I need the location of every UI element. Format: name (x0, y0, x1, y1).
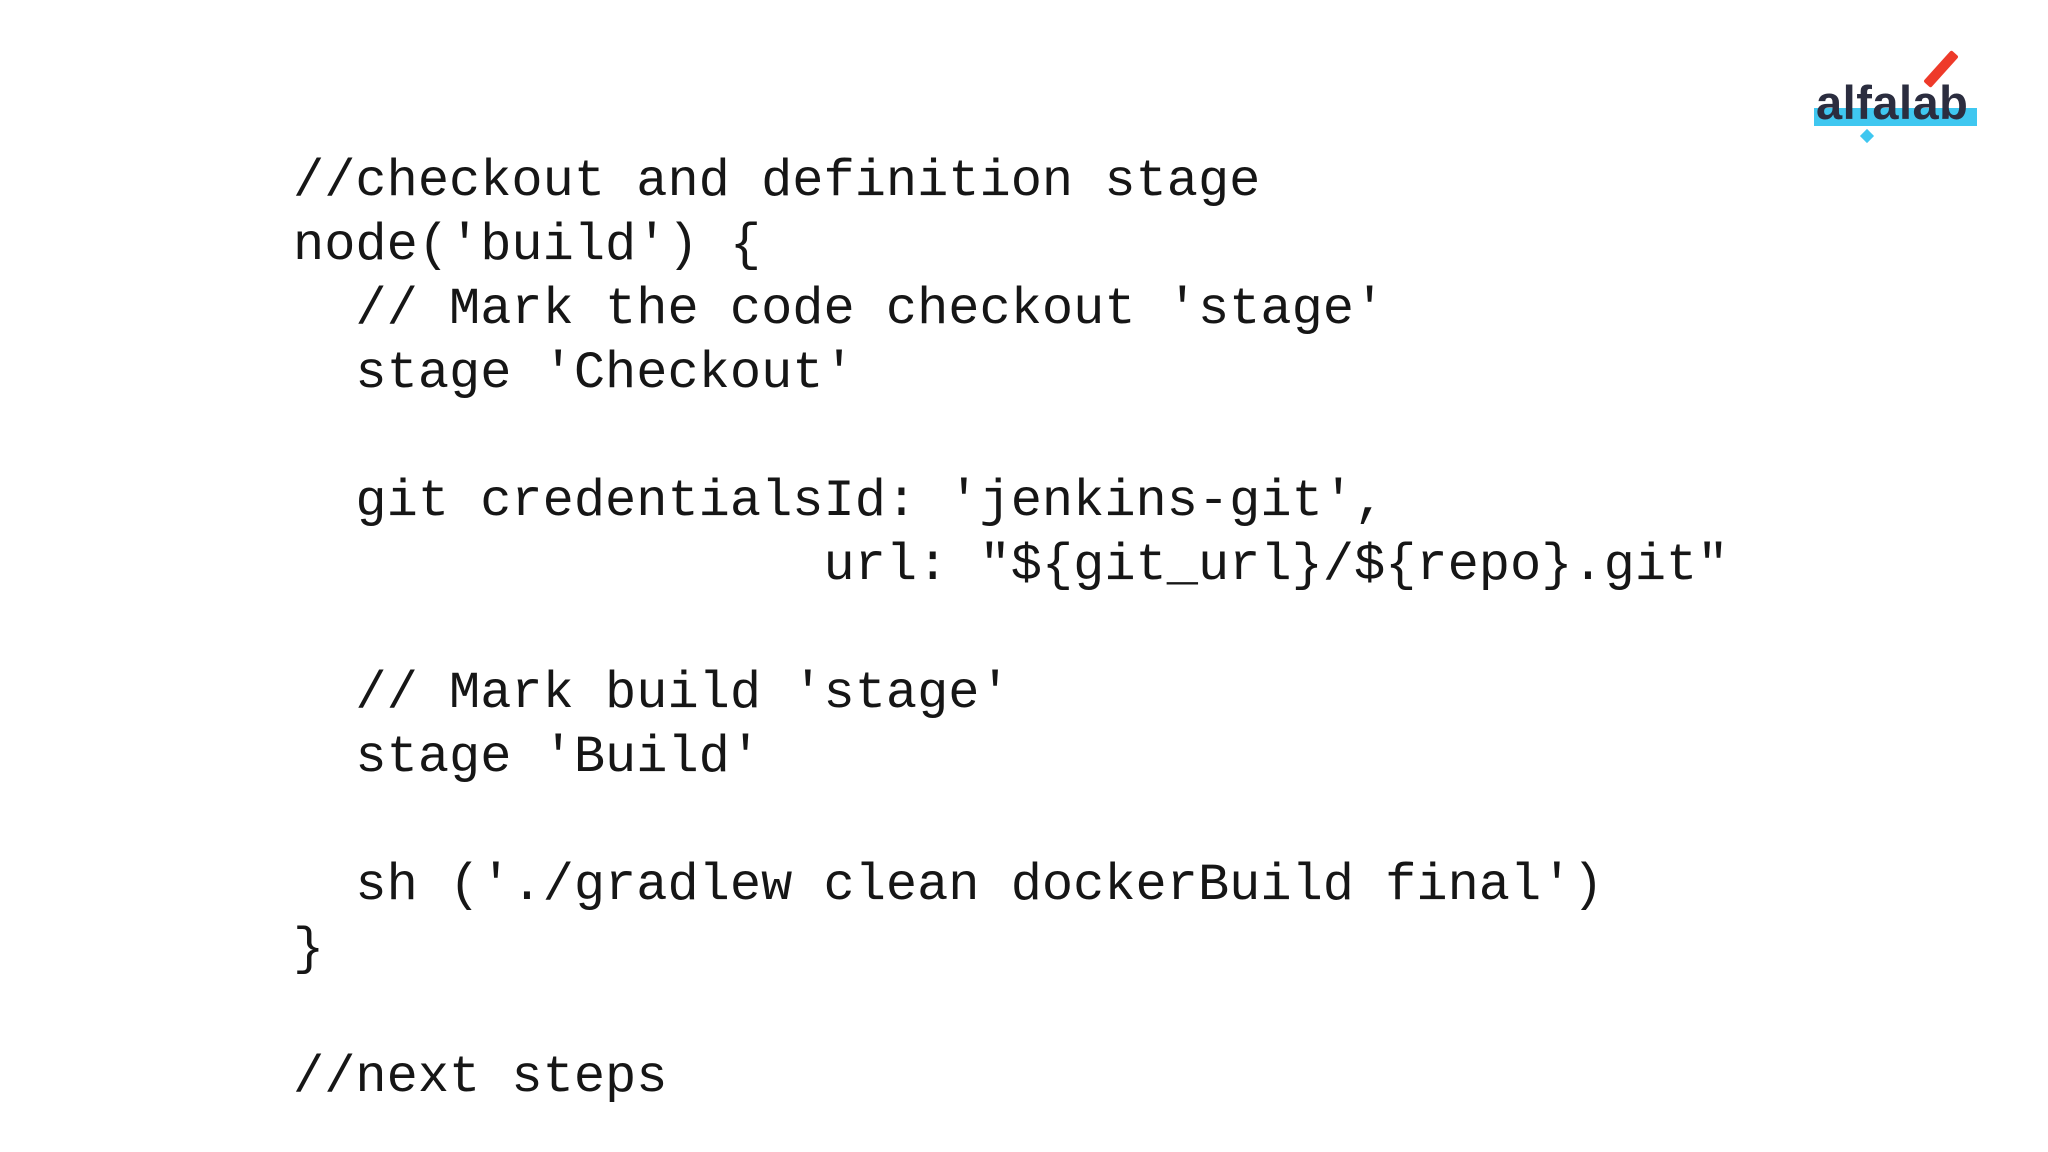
code-line (293, 982, 1728, 1046)
alfalab-logo: alfalab (1800, 40, 2020, 150)
code-line: // Mark the code checkout 'stage' (293, 280, 1386, 339)
code-line: node('build') { (293, 216, 762, 275)
code-line: stage 'Checkout' (293, 344, 855, 403)
code-line: url: "${git_url}/${repo}.git" (293, 536, 1729, 595)
code-line: // Mark build 'stage' (293, 664, 1011, 723)
logo-diamond-icon (1859, 128, 1875, 144)
code-line: stage 'Build' (293, 728, 762, 787)
code-line (293, 598, 1728, 662)
code-line: sh ('./gradlew clean dockerBuild final') (293, 856, 1604, 915)
code-line: } (293, 920, 325, 979)
logo-highlight-bar (1814, 108, 1977, 126)
code-line: git credentialsId: 'jenkins-git', (293, 472, 1386, 531)
logo-wordmark: alfalab (1816, 76, 1969, 129)
code-line (293, 790, 1728, 854)
code-line: //checkout and definition stage (293, 152, 1261, 211)
code-line: //next steps (293, 1048, 668, 1107)
code-line (293, 406, 1728, 470)
